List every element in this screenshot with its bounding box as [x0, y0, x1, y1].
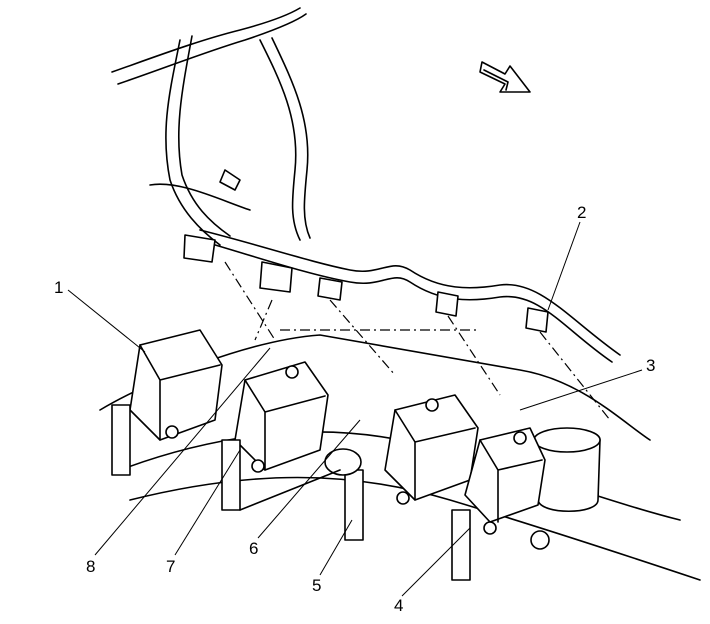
callout-5: 5 [312, 576, 321, 595]
callout-7: 7 [166, 557, 175, 576]
callout-2: 2 [577, 203, 586, 222]
ignition-coil-4 [451, 427, 550, 581]
ignition-coils [111, 329, 550, 581]
callouts: 1 2 3 4 5 6 7 8 [54, 203, 655, 615]
callout-1: 1 [54, 278, 63, 297]
callout-4: 4 [394, 596, 403, 615]
callout-6: 6 [249, 539, 258, 558]
ignition-coil-3 [239, 394, 479, 541]
callout-3: 3 [646, 356, 655, 375]
leader-lines [67, 221, 643, 597]
guide-lines [224, 261, 611, 421]
direction-arrow-icon [479, 61, 531, 93]
ignition-coil-1 [111, 329, 223, 476]
wiring-harness [111, 7, 621, 363]
ignition-coil-2 [221, 361, 329, 511]
callout-8: 8 [86, 557, 95, 576]
